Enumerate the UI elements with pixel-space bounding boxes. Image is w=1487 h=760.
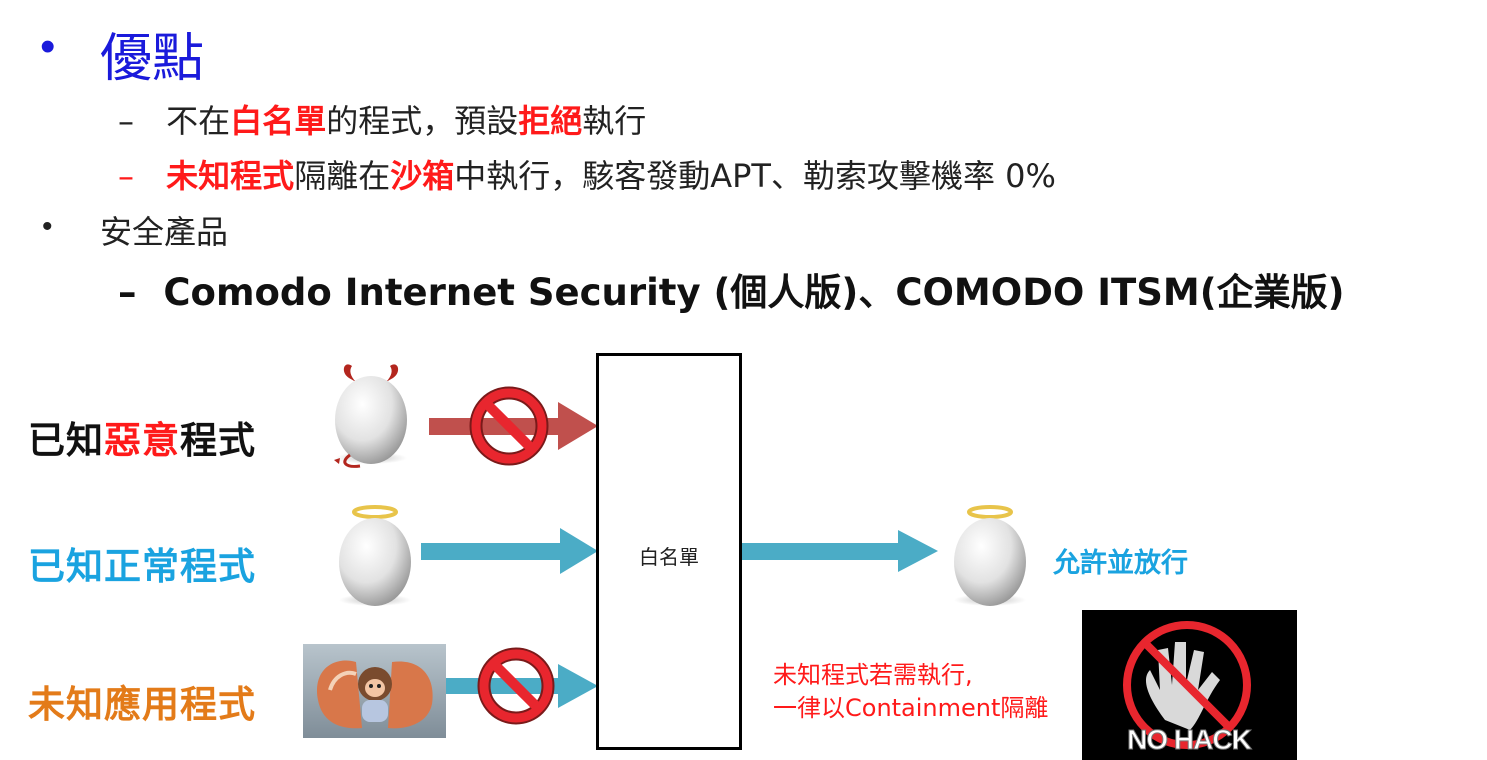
whitelist-box: 白名單 bbox=[596, 353, 742, 750]
angel-egg-icon bbox=[339, 505, 411, 606]
malicious-arrow bbox=[429, 402, 598, 450]
dash: – bbox=[118, 271, 137, 314]
hatching-monkey-image bbox=[303, 644, 446, 738]
note-line-1: 未知程式若需執行, bbox=[773, 661, 973, 689]
highlight-whitelist: 白名單 bbox=[230, 102, 327, 140]
whitelist-label: 白名單 bbox=[639, 545, 699, 569]
label-part: 程式 bbox=[180, 419, 256, 462]
text: 不在 bbox=[166, 102, 231, 140]
highlight-deny: 拒絕 bbox=[518, 102, 583, 140]
products-text: Comodo Internet Security (個人版)、COMODO IT… bbox=[163, 271, 1345, 314]
highlight-sandbox: 沙箱 bbox=[390, 157, 455, 195]
containment-note: 未知程式若需執行, 一律以Containment隔離 bbox=[773, 659, 1048, 725]
allow-label: 允許並放行 bbox=[1053, 548, 1188, 579]
heading-title: 優點 bbox=[100, 29, 205, 89]
text: 隔離在 bbox=[294, 157, 391, 195]
no-hack-image bbox=[1082, 610, 1297, 760]
products-list: – Comodo Internet Security (個人版)、COMODO … bbox=[118, 262, 1345, 316]
devil-egg-icon bbox=[334, 364, 407, 468]
row-label-unknown: 未知應用程式 bbox=[28, 683, 256, 726]
angel-egg-icon bbox=[954, 505, 1026, 606]
label-part-malicious: 惡意 bbox=[104, 419, 180, 462]
products-heading: 安全產品 bbox=[100, 213, 229, 251]
dash: – bbox=[118, 157, 134, 195]
pro-item-2: – 未知程式隔離在沙箱中執行，駭客發動APT、勒索攻擊機率 0% bbox=[118, 151, 1056, 197]
no-hack-text: NO HACK bbox=[1127, 724, 1253, 756]
text: 中執行，駭客發動APT、勒索攻擊機率 0% bbox=[454, 157, 1056, 195]
note-line-2: 一律以Containment隔離 bbox=[773, 694, 1049, 722]
unknown-arrow bbox=[446, 664, 598, 708]
text: 的程式，預設 bbox=[326, 102, 519, 140]
pro-item-1: – 不在白名單的程式，預設拒絕執行 bbox=[118, 96, 646, 142]
label-part: 已知 bbox=[28, 419, 104, 462]
allowed-arrow-out bbox=[742, 530, 938, 572]
products-bullet: • bbox=[42, 210, 53, 243]
heading-bullet: • bbox=[40, 22, 56, 71]
prohibited-icon bbox=[477, 647, 555, 725]
row-label-known-malicious: 已知惡意程式 bbox=[28, 410, 256, 464]
row-label-known-normal: 已知正常程式 bbox=[28, 545, 256, 588]
dash: – bbox=[118, 102, 134, 140]
prohibited-icon bbox=[469, 386, 549, 466]
text: 執行 bbox=[582, 102, 647, 140]
normal-arrow-in bbox=[421, 528, 598, 574]
highlight-unknown-programs: 未知程式 bbox=[166, 157, 295, 195]
